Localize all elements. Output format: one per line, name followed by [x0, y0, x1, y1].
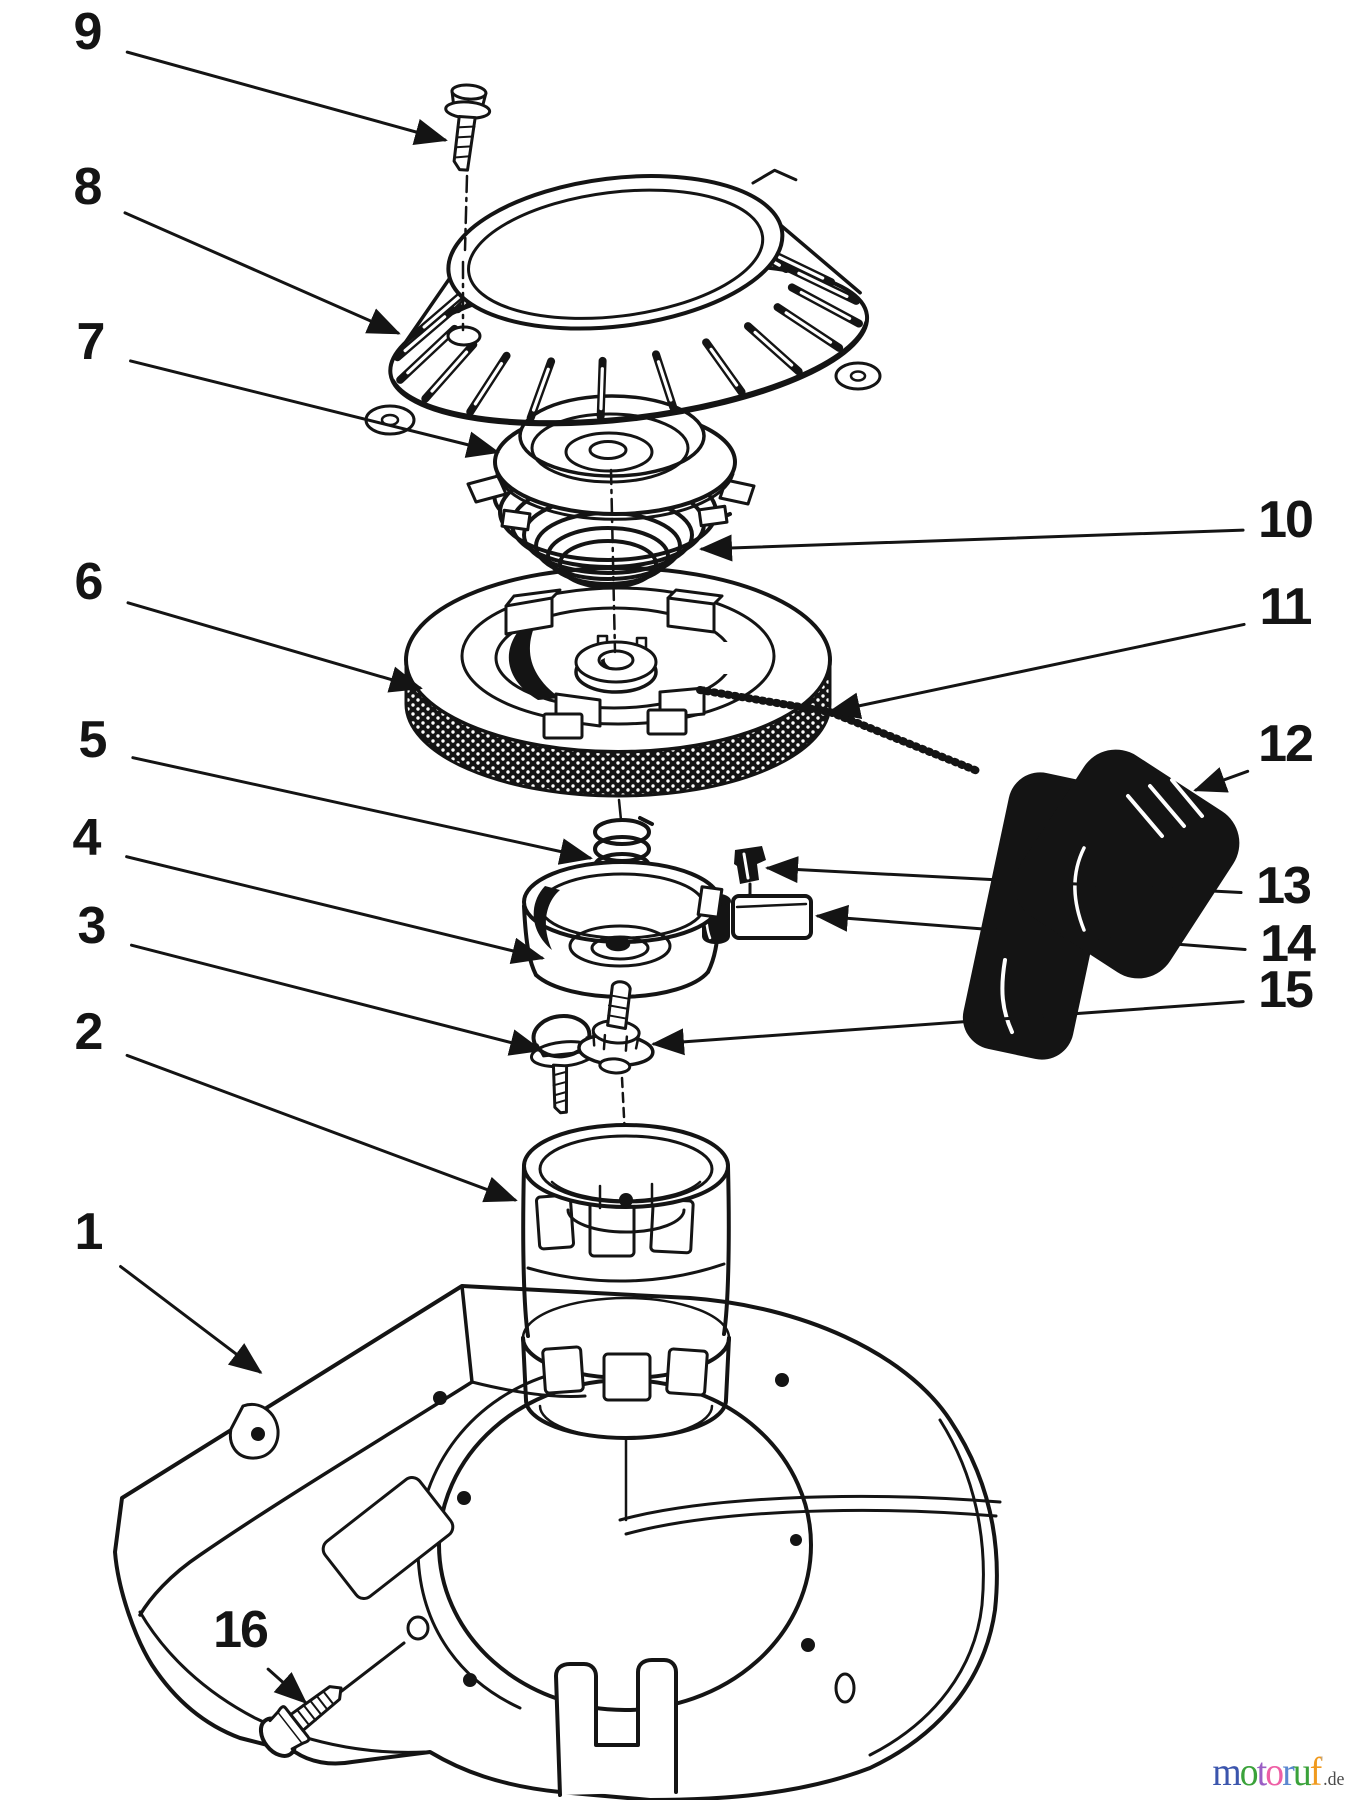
logo-suffix: .de [1322, 1769, 1344, 1790]
leader-line [126, 601, 423, 693]
logo-letter-m: m [1211, 1749, 1241, 1794]
logo-trademark-tick: ' [1319, 1754, 1323, 1771]
vent-slot [430, 350, 469, 393]
vent-slot [799, 290, 852, 321]
leader-line [1193, 767, 1250, 793]
cover-ear-right [834, 361, 882, 391]
callout-number: 16 [213, 1601, 268, 1659]
callout-number: 6 [75, 553, 103, 611]
retainer [701, 882, 813, 944]
rope-pulley [466, 394, 756, 532]
callout-number: 12 [1258, 715, 1312, 773]
starter-cup [521, 1123, 731, 1522]
leader-line [119, 1265, 263, 1374]
callout-starter-cover: 8 [74, 158, 401, 335]
guide-line [617, 798, 623, 822]
leader-line [125, 50, 448, 146]
starter-handle [962, 749, 1240, 1060]
leader-line [815, 904, 1247, 951]
recoil-assembly [404, 566, 832, 798]
callout-starter-rope: 11 [827, 578, 1314, 720]
leader-line [765, 856, 1243, 895]
mounting-bracket [554, 1658, 678, 1797]
callout-brake-cup: 4 [73, 809, 545, 965]
callout-number: 15 [1258, 961, 1313, 1019]
callout-brake-spring: 5 [79, 711, 593, 865]
vent-slot [784, 311, 833, 344]
clip [734, 846, 766, 884]
callout-number: 3 [78, 897, 106, 955]
callout-number: 1 [75, 1203, 103, 1261]
vent-slot [531, 367, 550, 412]
callout-number: 2 [75, 1003, 102, 1061]
leader-line [129, 359, 500, 458]
leader-line [266, 1667, 308, 1704]
vent-slot [777, 255, 825, 280]
leader-line [651, 1000, 1245, 1056]
leader-line [123, 211, 401, 335]
callout-number: 14 [1260, 915, 1316, 973]
logo-letter-r: r [1281, 1749, 1295, 1794]
shoulder-bolt [577, 980, 655, 1075]
vent-slot [709, 347, 739, 387]
callout-number: 11 [1260, 578, 1312, 636]
logo-letter-t: t [1256, 1749, 1266, 1794]
callout-starter-handle: 12 [1193, 715, 1314, 793]
vent-slot [406, 334, 449, 375]
vent-slot [599, 367, 604, 411]
leader-line [129, 943, 543, 1056]
logo-letter-o: o [1239, 1749, 1258, 1794]
callout-number: 5 [79, 711, 107, 769]
callout-number: 10 [1258, 491, 1312, 549]
leader-line [125, 1053, 518, 1203]
screw-centerline [461, 174, 469, 332]
callout-flange-screw: 9 [74, 3, 448, 146]
callout-number: 7 [77, 313, 104, 371]
callout-recoil-spring: 10 [699, 491, 1314, 562]
vent-slot [656, 360, 673, 402]
flange-screw [444, 83, 492, 332]
callout-self-tapping-screw: 16 [213, 1601, 308, 1704]
vent-slot [753, 330, 794, 367]
motoruf-watermark: motoruf'.de [1212, 1752, 1344, 1792]
callout-recoil-assembly: 6 [75, 553, 423, 693]
callout-screw: 3 [78, 897, 543, 1056]
blower-housing [113, 1284, 1002, 1800]
callout-rope-pulley: 7 [77, 313, 500, 458]
leader-line [699, 528, 1245, 562]
callout-shoulder-bolt: 15 [651, 961, 1315, 1056]
logo-letter-o: o [1264, 1749, 1284, 1794]
self-tapping-screw [258, 1685, 343, 1758]
vent-slot [473, 361, 504, 406]
vent-slot [403, 315, 447, 353]
callout-retainer: 14 [815, 904, 1318, 973]
leader-line [827, 622, 1246, 720]
callout-starter-cup: 2 [75, 1003, 518, 1203]
leader-line [125, 855, 545, 965]
screw [529, 1014, 597, 1115]
leader-line [131, 756, 593, 865]
screw-16-hole [406, 1615, 430, 1641]
callout-number: 13 [1256, 857, 1311, 915]
housing-outline [113, 1284, 999, 1800]
callout-clip: 13 [765, 856, 1313, 915]
brake-cup [522, 860, 724, 999]
vent-slot [422, 294, 462, 329]
callout-number: 9 [74, 3, 101, 61]
callout-number: 8 [74, 158, 102, 216]
logo-letter-u: u [1292, 1749, 1311, 1794]
pulley-centerline [609, 468, 617, 654]
vent-slot [797, 271, 849, 298]
logo-letter-f: f [1309, 1749, 1322, 1794]
callout-blower-housing: 1 [75, 1203, 263, 1374]
callout-number: 4 [73, 809, 102, 867]
